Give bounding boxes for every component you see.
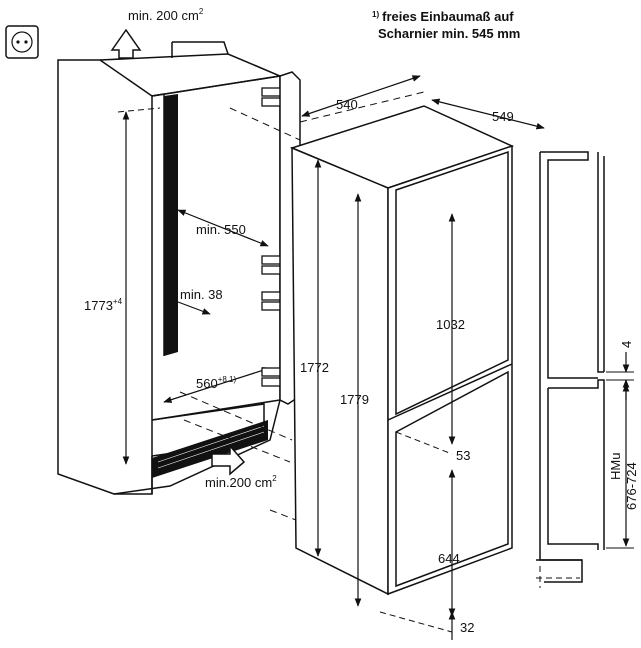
top-airflow-label: min. 200 cm2 — [128, 7, 204, 23]
height-1772-dim: 1772 — [300, 360, 329, 375]
niche-inner-wall — [164, 94, 178, 356]
lower-door-dim: 644 — [438, 551, 460, 566]
right-arrow-icon — [211, 444, 246, 476]
gap-53-dim: 53 — [456, 448, 470, 463]
side-profile — [536, 151, 605, 583]
bottom-32-dim: 32 — [460, 620, 474, 635]
side-profile-dashes — [536, 566, 580, 588]
appliance-body — [289, 105, 515, 596]
depth-549-dim: 549 — [492, 109, 514, 124]
gap-4-dim: 4 — [619, 341, 634, 348]
power-outlet-icon — [5, 25, 39, 59]
bottom-airflow-label: min.200 cm2 — [205, 474, 277, 490]
niche-width-dim: 560+8 1) — [196, 375, 236, 391]
hmu-range: 676-724 — [624, 462, 639, 510]
upper-door-dim: 1032 — [436, 317, 465, 332]
footnote-line1: 1)freies Einbaumaß auf — [372, 9, 514, 24]
depth-540-dim: 540 — [336, 97, 358, 112]
height-1779-dim: 1779 — [340, 392, 369, 407]
niche-depth-dim: min. 550 — [196, 222, 246, 237]
footnote-line2: Scharnier min. 545 mm — [378, 26, 520, 41]
niche-height-dim: 1773+4 — [84, 297, 123, 313]
hmu-label: HMu — [608, 453, 623, 480]
up-arrow-icon — [110, 28, 142, 59]
side-gap-dim: min. 38 — [180, 287, 223, 302]
